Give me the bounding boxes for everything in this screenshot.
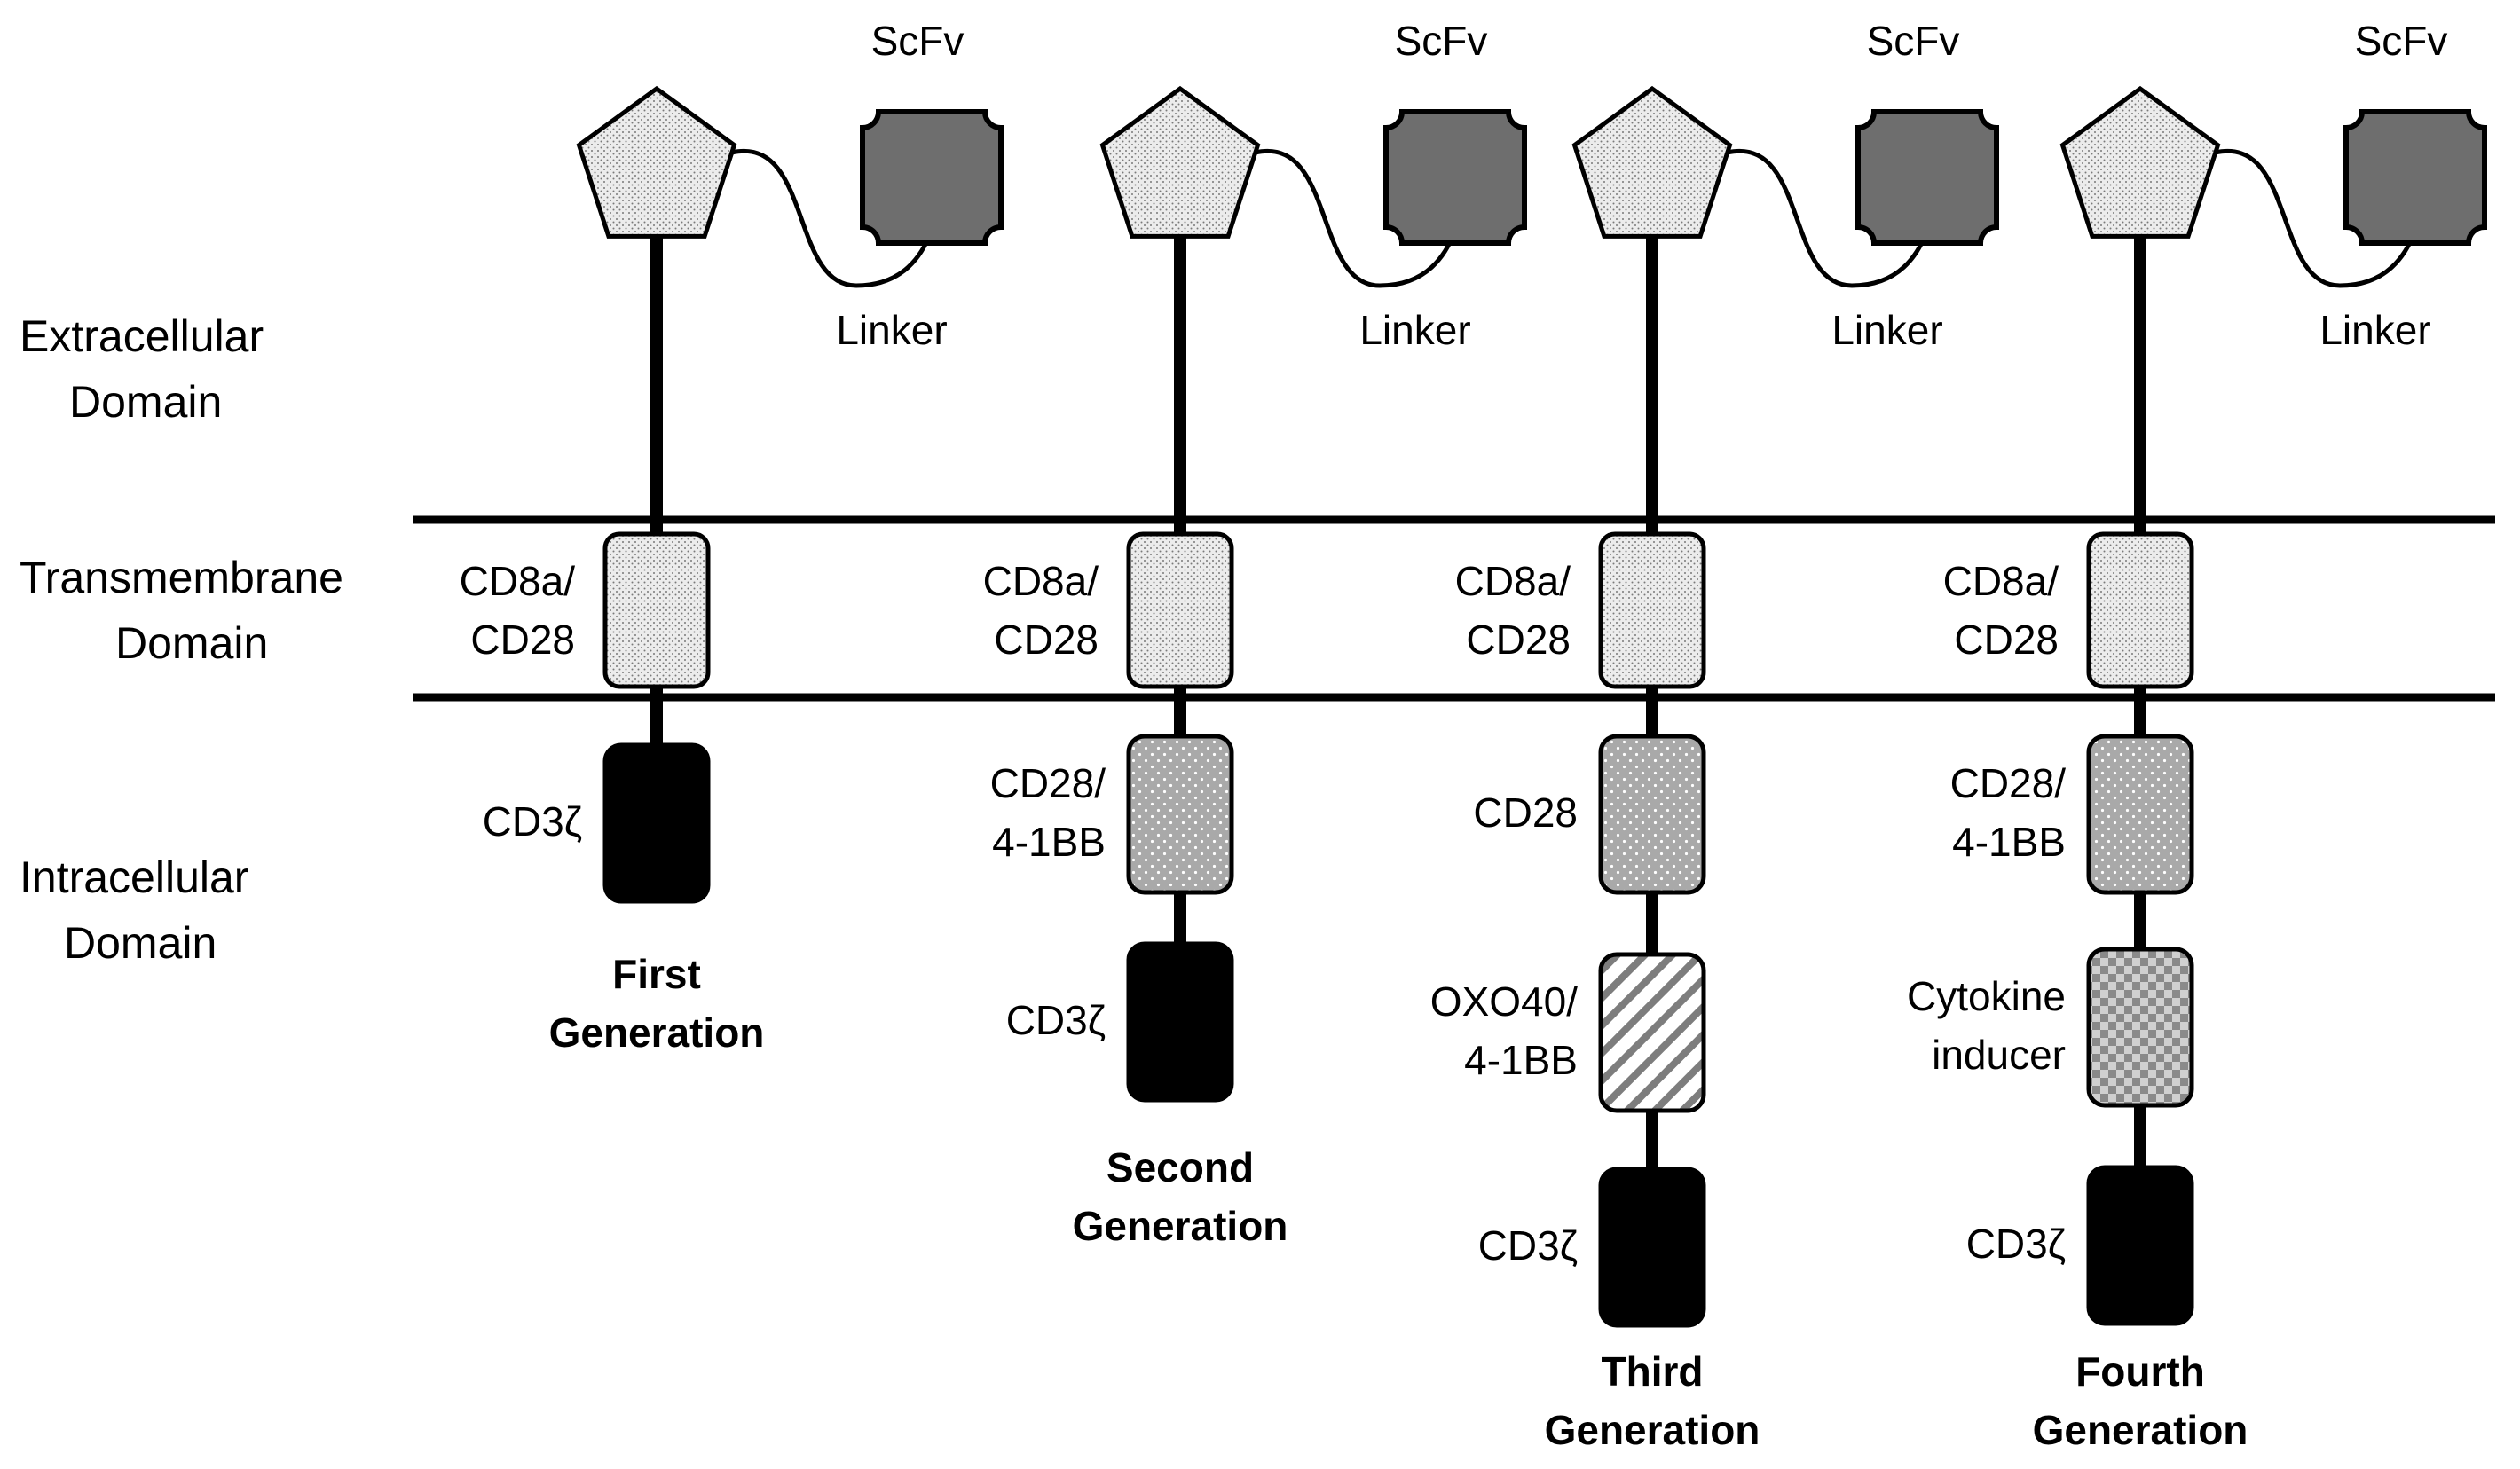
generation-title-line1: Third (1602, 1348, 1704, 1394)
transmembrane-domain-label: Transmembrane Domain (20, 553, 343, 668)
signal-label-1-line1: CD28/ (990, 760, 1106, 806)
extracellular-domain-label: Extracellular Domain (20, 311, 264, 427)
signal-label-2-line2: 4-1BB (1464, 1037, 1578, 1083)
intracellular-label-line2: Domain (64, 918, 217, 968)
generation-title-line2: Generation (1545, 1407, 1760, 1453)
linker-label: Linker (2319, 307, 2430, 353)
linker-curve (731, 148, 934, 288)
transmembrane-label-line2: Domain (115, 618, 268, 668)
linker-curve (1255, 148, 1458, 288)
extracellular-label-line1: Extracellular (20, 311, 264, 361)
scfv-shape (1855, 109, 1999, 246)
linker-label: Linker (836, 307, 947, 353)
intracellular-domain-label: Intracellular Domain (20, 852, 248, 968)
transmembrane-box (1126, 531, 1234, 689)
generation-title-line2: Generation (1073, 1203, 1288, 1249)
signal-label-1-line2: 4-1BB (992, 819, 1106, 865)
generation-title-line1: Fourth (2075, 1348, 2205, 1394)
signal-box-1 (2086, 734, 2194, 895)
signal-label-2-line1: CD3ζ (1006, 997, 1106, 1043)
intracellular-label-line1: Intracellular (20, 852, 248, 902)
extracellular-label-line2: Domain (69, 377, 222, 427)
linker-curve (2215, 148, 2418, 288)
generation-title-line2: Generation (2033, 1407, 2248, 1453)
transmembrane-box (602, 531, 711, 689)
binding-pentagon (1099, 85, 1261, 239)
generation-title-line1: Second (1106, 1144, 1254, 1190)
transmembrane-box (2086, 531, 2194, 689)
signal-box-2 (1598, 952, 1706, 1113)
transmembrane-label-line2: CD28 (470, 617, 575, 663)
transmembrane-label-line1: CD8a/ (1455, 558, 1571, 604)
generation-title-line2: Generation (549, 1009, 765, 1056)
transmembrane-label-line2: CD28 (994, 617, 1099, 663)
linker-label: Linker (1359, 307, 1470, 353)
signal-box-3 (1598, 1167, 1706, 1328)
signal-label-3-line1: CD3ζ (1966, 1221, 2066, 1267)
binding-pentagon (1571, 85, 1733, 239)
signal-label-2-line2: inducer (1932, 1032, 2066, 1078)
linker-label: Linker (1831, 307, 1942, 353)
signal-label-1-line1: CD3ζ (483, 798, 582, 844)
signal-label-3-line1: CD3ζ (1478, 1222, 1578, 1269)
signal-box-1 (602, 742, 711, 904)
signal-box-2 (2086, 947, 2194, 1108)
signal-box-1 (1126, 734, 1234, 895)
scfv-label: ScFv (2355, 18, 2448, 64)
signal-box-3 (2086, 1165, 2194, 1326)
signal-box-2 (1126, 941, 1234, 1103)
generation-title-line1: First (612, 951, 701, 997)
binding-pentagon (576, 85, 737, 239)
signal-label-1-line1: CD28 (1473, 789, 1578, 836)
scfv-shape (2343, 109, 2487, 246)
signal-label-2-line1: OXO40/ (1430, 978, 1578, 1025)
transmembrane-label-line1: CD8a/ (460, 558, 576, 604)
linker-curve (1727, 148, 1930, 288)
transmembrane-label-line1: Transmembrane (20, 553, 343, 602)
scfv-shape (860, 109, 1004, 246)
signal-label-1-line1: CD28/ (1950, 760, 2067, 806)
scfv-label: ScFv (1395, 18, 1488, 64)
transmembrane-label-line2: CD28 (1954, 617, 2059, 663)
binding-pentagon (2059, 85, 2221, 239)
transmembrane-box (1598, 531, 1706, 689)
scfv-label: ScFv (871, 18, 965, 64)
transmembrane-label-line1: CD8a/ (1943, 558, 2059, 604)
transmembrane-label-line1: CD8a/ (983, 558, 1099, 604)
generation-3: ScFvLinkerCD8a/CD28CD28OXO40/4-1BBCD3ζTh… (1430, 18, 1999, 1453)
signal-label-2-line1: Cytokine (1907, 973, 2066, 1019)
signal-box-1 (1598, 734, 1706, 895)
signal-label-1-line2: 4-1BB (1952, 819, 2066, 865)
transmembrane-label-line2: CD28 (1466, 617, 1571, 663)
scfv-shape (1383, 109, 1527, 246)
scfv-label: ScFv (1867, 18, 1960, 64)
generations-group: ScFvLinkerCD8a/CD28CD3ζFirstGenerationSc… (460, 18, 2487, 1453)
